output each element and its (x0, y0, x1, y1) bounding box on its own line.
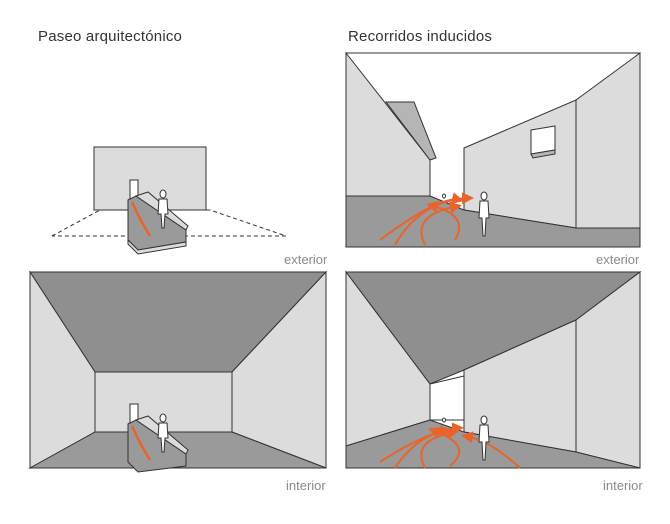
panel-paseo-exterior (51, 146, 287, 255)
tag-exterior-right: exterior (596, 252, 640, 267)
panel-paseo-interior (28, 270, 328, 473)
title-recorridos-inducidos: Recorridos inducidos (348, 28, 493, 45)
title-paseo-arquitectonico: Paseo arquitectónico (38, 28, 183, 45)
tag-interior-right: interior (603, 478, 643, 493)
tag-interior-left: interior (286, 478, 326, 493)
tag-exterior-left: exterior (284, 252, 328, 267)
panel-recorridos-interior (345, 270, 642, 469)
panel-recorridos-exterior (345, 51, 641, 248)
